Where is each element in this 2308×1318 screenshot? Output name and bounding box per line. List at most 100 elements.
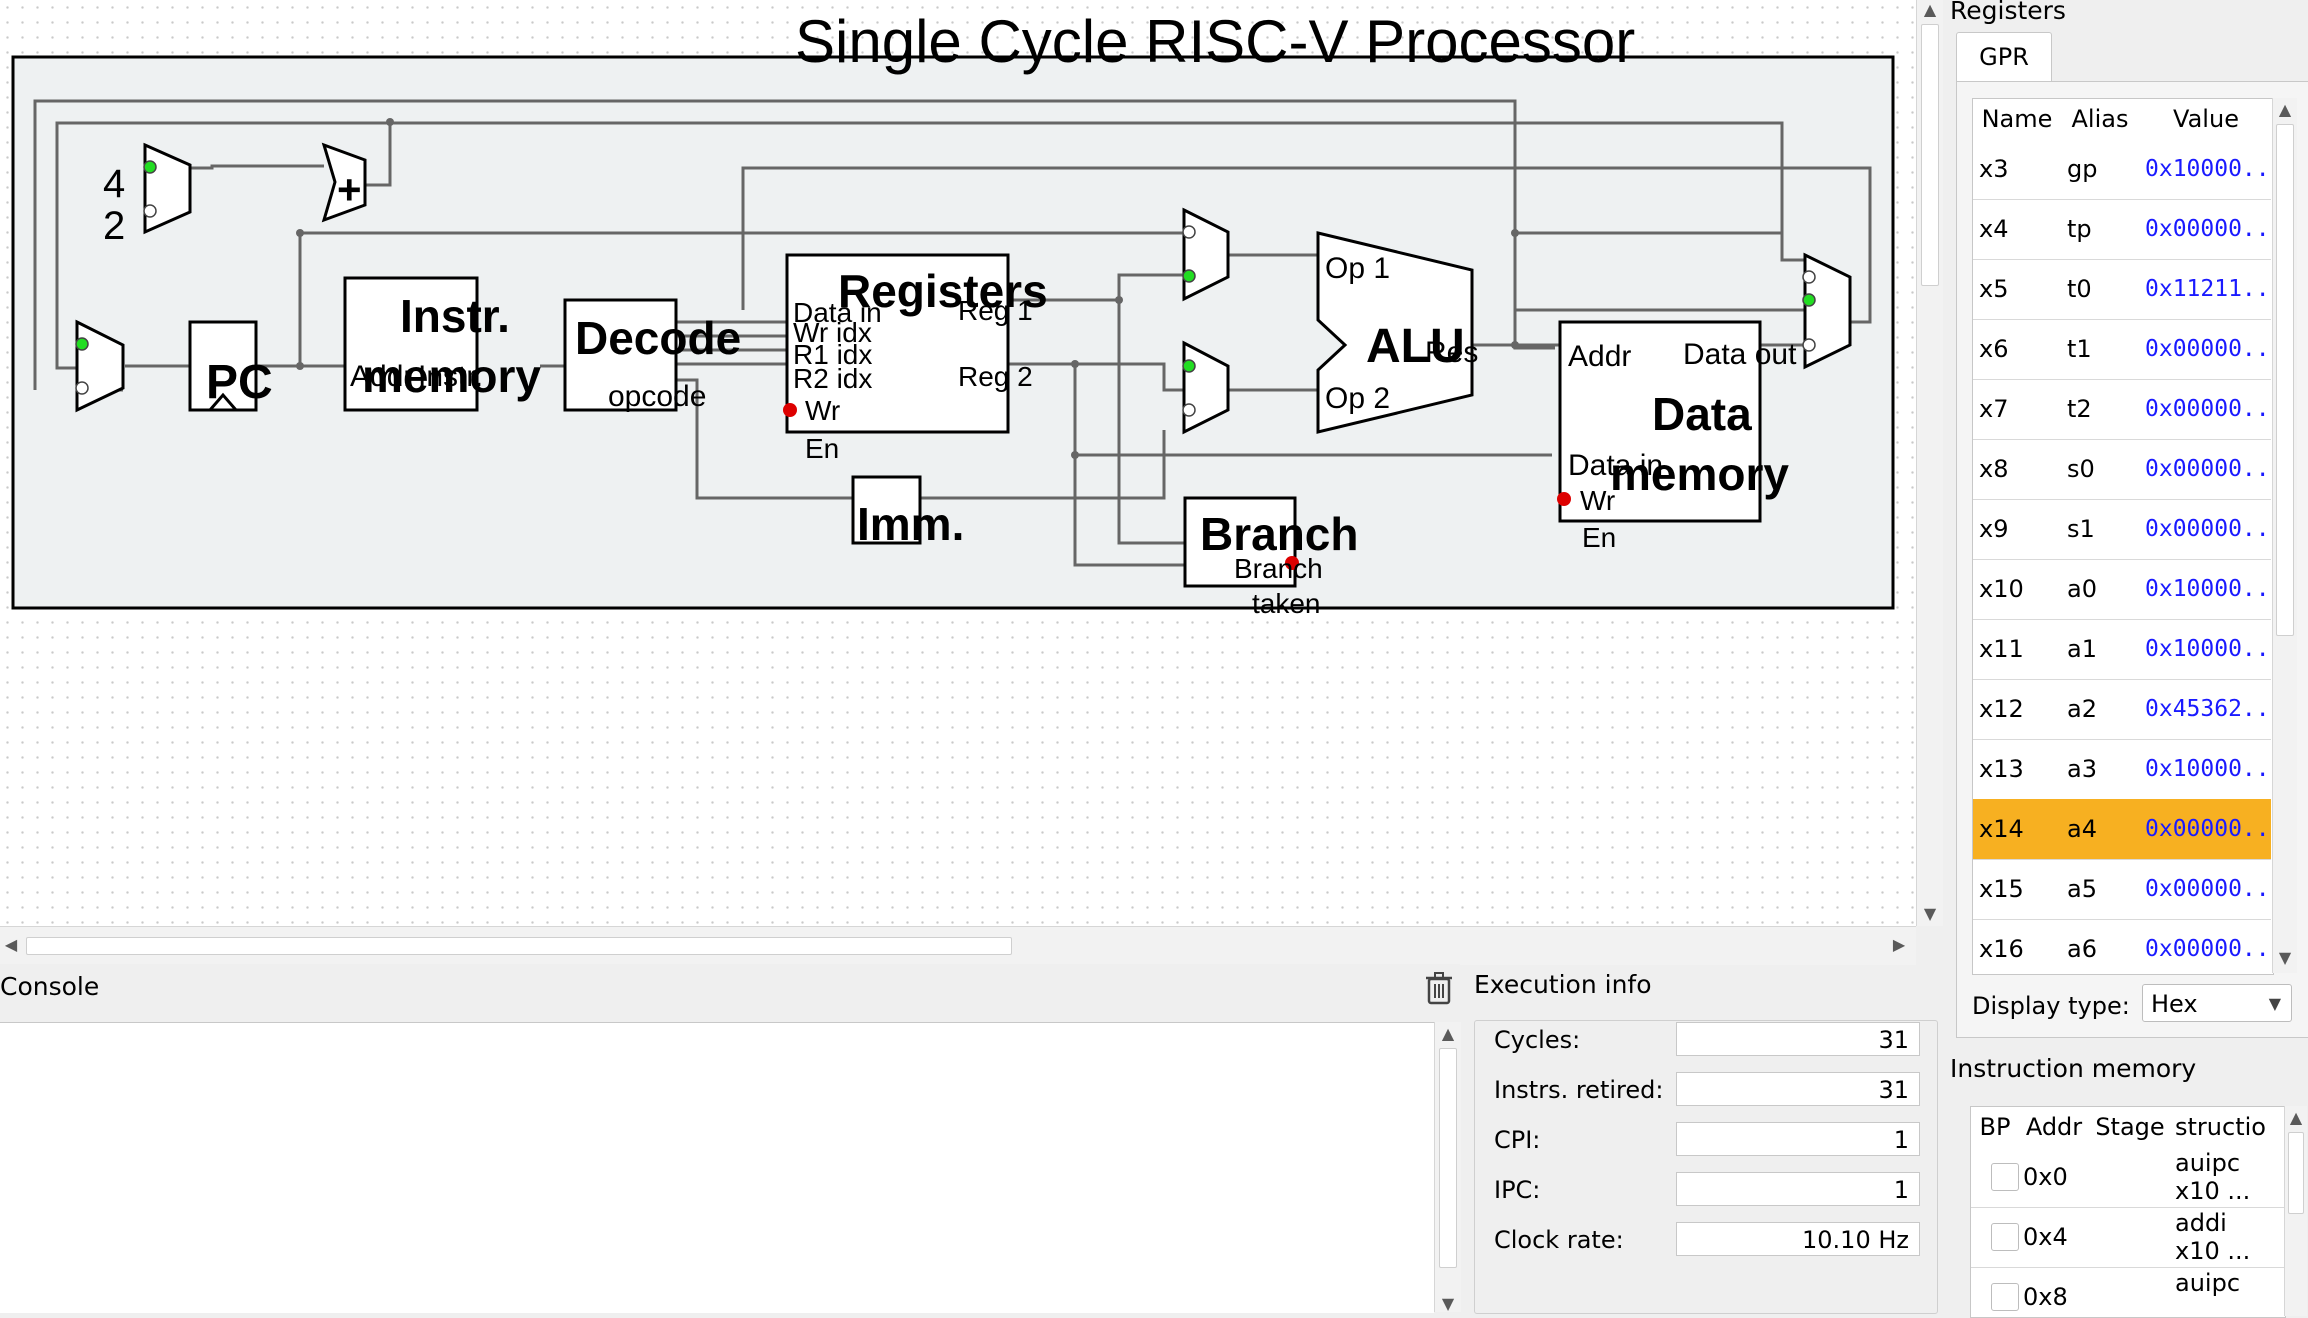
- display-type-select[interactable]: Hex ▼: [2142, 984, 2292, 1022]
- register-alias: a5: [2067, 875, 2097, 903]
- branch-port-taken-2: taken: [1252, 588, 1321, 619]
- scroll-down-arrow-icon[interactable]: ▼: [1441, 1294, 1455, 1313]
- instr-memory-title-2: memory: [362, 350, 541, 402]
- execution-info-group: [1474, 1020, 1938, 1314]
- register-name: x9: [1979, 515, 2009, 543]
- register-alias: s0: [2067, 455, 2095, 483]
- register-table-scrollbar[interactable]: ▲ ▼: [2272, 98, 2297, 973]
- instruction-addr: 0x4: [2023, 1223, 2068, 1251]
- console-header: Console: [0, 964, 1460, 1022]
- scroll-up-arrow-icon[interactable]: ▲: [2289, 1108, 2303, 1127]
- breakpoint-checkbox[interactable]: [1991, 1223, 2019, 1251]
- register-value: 0x00000...: [2145, 216, 2269, 242]
- register-value: 0x10000...: [2145, 636, 2269, 662]
- dmem-title-1: Data: [1652, 388, 1752, 440]
- register-alias: a3: [2067, 755, 2097, 783]
- scroll-thumb[interactable]: [1439, 1048, 1457, 1268]
- col-alias-header[interactable]: Alias: [2061, 99, 2140, 139]
- scroll-up-arrow-icon[interactable]: ▲: [2278, 100, 2292, 119]
- imm-gen: [851, 475, 922, 545]
- dmem-write-enable-led: [1557, 492, 1571, 506]
- register-name: x4: [1979, 215, 2009, 243]
- scroll-thumb[interactable]: [26, 937, 1012, 955]
- instr-memory-port-addr: Addr: [350, 360, 413, 393]
- register-name: x6: [1979, 335, 2009, 363]
- branch-title: Branch: [1200, 508, 1358, 560]
- console-output[interactable]: [0, 1022, 1434, 1313]
- instruction-text-line2: x10 ...: [2175, 1237, 2251, 1265]
- dmem-port-en: En: [1582, 522, 1616, 553]
- breakpoint-checkbox[interactable]: [1991, 1163, 2019, 1191]
- circuit-vertical-scrollbar[interactable]: ▲ ▼: [1916, 0, 1943, 926]
- imm-label: Imm.: [857, 498, 964, 550]
- display-type-value: Hex: [2151, 990, 2198, 1018]
- col-name-header[interactable]: Name: [1973, 99, 2062, 139]
- register-row[interactable]: x4 tp 0x00000...: [1973, 199, 2271, 260]
- reg-port-wr: Wr: [805, 395, 840, 426]
- registers-title: Registers: [838, 265, 1048, 317]
- breakpoint-checkbox[interactable]: [1991, 1283, 2019, 1311]
- col-bp-header[interactable]: BP: [1971, 1107, 2020, 1147]
- branch-taken-led: [1285, 556, 1299, 570]
- signal-led: [1182, 359, 1196, 373]
- instruction-text-line1: auipc: [2175, 1149, 2241, 1177]
- register-alias: tp: [2067, 215, 2092, 243]
- signal-led: [75, 381, 89, 395]
- scroll-up-arrow-icon[interactable]: ▲: [1441, 1024, 1455, 1043]
- trash-icon[interactable]: [1422, 970, 1456, 1006]
- tab-gpr[interactable]: GPR: [1956, 32, 2052, 83]
- signal-led: [143, 160, 157, 174]
- register-file: [785, 253, 1010, 434]
- scroll-thumb[interactable]: [2276, 124, 2294, 636]
- register-value: 0x11211...: [2145, 276, 2269, 302]
- scroll-thumb[interactable]: [1921, 24, 1939, 286]
- console-scrollbar[interactable]: ▲ ▼: [1434, 1022, 1461, 1312]
- circuit-horizontal-scrollbar[interactable]: ◀ ▶: [0, 926, 1916, 965]
- dmem-port-data-in: Data in: [1568, 449, 1663, 482]
- col-addr-header[interactable]: Addr: [2019, 1107, 2090, 1147]
- scroll-right-arrow-icon[interactable]: ▶: [1892, 935, 1906, 954]
- instr-memory-port-instr: Instr.: [418, 360, 483, 393]
- register-name: x11: [1979, 635, 2024, 663]
- alu-port-op2: Op 2: [1325, 382, 1390, 415]
- instruction-table-scrollbar[interactable]: ▲: [2284, 1106, 2307, 1316]
- col-stage-header[interactable]: Stage: [2089, 1107, 2172, 1147]
- signal-led: [1182, 403, 1196, 417]
- scroll-thumb[interactable]: [2288, 1132, 2304, 1214]
- scroll-up-arrow-icon[interactable]: ▲: [1923, 0, 1937, 19]
- col-instruction-header[interactable]: structio: [2171, 1107, 2285, 1147]
- register-value: 0x10000...: [2145, 576, 2269, 602]
- register-alias: t0: [2067, 275, 2092, 303]
- circuit-view[interactable]: 4 2 + PC Instr. memory Addr Instr. Decod…: [0, 0, 1916, 926]
- col-value-header[interactable]: Value: [2139, 99, 2273, 139]
- register-alias: a6: [2067, 935, 2097, 963]
- scroll-left-arrow-icon[interactable]: ◀: [4, 935, 18, 954]
- reg-port-en: En: [805, 433, 839, 464]
- registers-panel-title: Registers: [1950, 0, 2066, 25]
- register-alias: t2: [2067, 395, 2092, 423]
- scroll-down-arrow-icon[interactable]: ▼: [1923, 904, 1937, 923]
- register-value: 0x10000...: [2145, 756, 2269, 782]
- dmem-title-2: memory: [1610, 448, 1789, 500]
- ipc-field: 1: [1676, 1172, 1920, 1206]
- scroll-down-arrow-icon[interactable]: ▼: [2278, 948, 2292, 967]
- decode-unit: [563, 298, 678, 412]
